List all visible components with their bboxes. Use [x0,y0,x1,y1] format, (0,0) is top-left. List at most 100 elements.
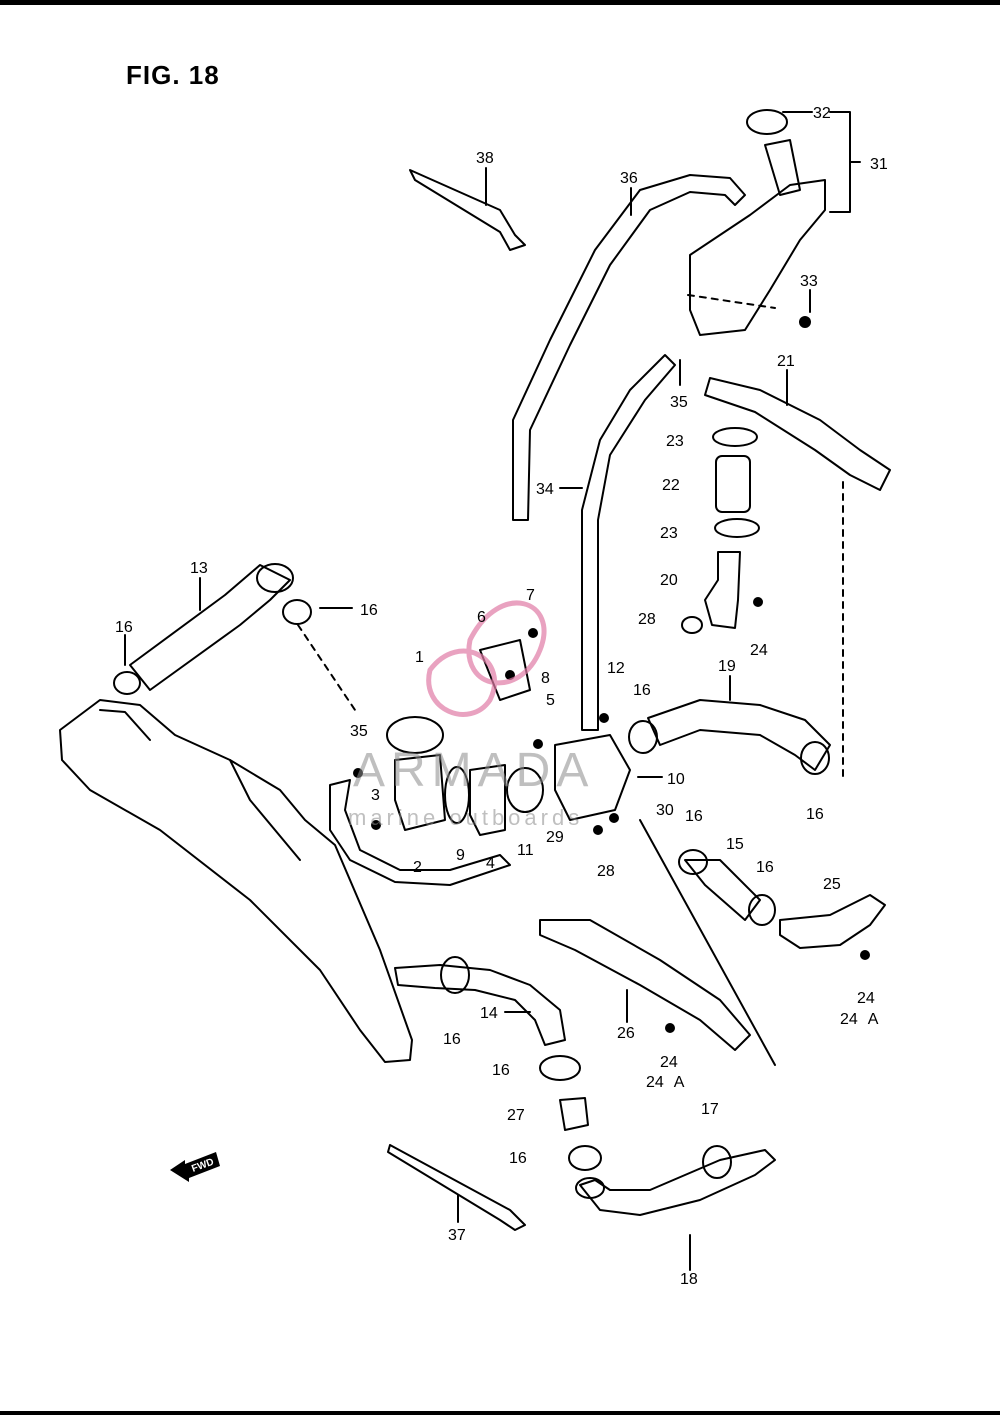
clamp-16-hose15-right [748,894,776,926]
callout-16-i: 16 [509,1150,527,1167]
clamp-17 [702,1145,732,1179]
callout-24-b: 24 [857,990,875,1007]
callout-7: 7 [526,587,535,604]
callout-18: 18 [680,1271,698,1288]
callout-36: 36 [620,170,638,187]
callout-35-a: 35 [670,394,688,411]
reservoir-tank [689,179,826,336]
watermark-logo-icon [426,600,547,717]
fitting-27 [559,1097,589,1131]
filler-neck-2 [394,754,446,831]
hose-18 [579,1149,776,1216]
callout-24-a: 24 [750,642,768,659]
hose-19 [647,699,831,771]
callout-17: 17 [701,1101,719,1118]
bracket-31 [829,111,861,213]
callout-11: 11 [517,842,534,859]
clamp-16-upper-left [113,671,141,695]
watermark-tagline: marine outboards [348,805,583,830]
callout-2: 2 [413,859,422,876]
clamp-23-lower [714,518,760,538]
bolt-24-right [860,950,870,960]
callout-16-a: 16 [360,602,378,619]
hose-36 [512,174,746,521]
reservoir-cap-32 [746,109,788,135]
callout-31: 31 [870,156,888,173]
bolt-33 [799,316,811,328]
callout-38: 38 [476,150,494,167]
clamp-16-hose19-right [800,741,830,775]
thermostat-cover-4 [469,764,506,836]
callout-37: 37 [448,1227,466,1244]
bolt-7 [528,628,538,638]
callout-16-d: 16 [806,806,824,823]
hose-18-end [575,1177,605,1199]
callout-8: 8 [541,670,550,687]
callout-26: 26 [617,1025,635,1042]
sensor-29 [593,825,603,835]
fwd-arrow-icon: FWD [170,1152,220,1182]
callout-21: 21 [777,353,795,370]
callout-16-h: 16 [492,1062,510,1079]
clamp-16-hose14 [440,956,470,994]
radiator-inner-line [99,709,301,861]
pipe-25 [779,894,886,949]
callout-34: 34 [536,481,554,498]
hose-bypass [329,779,511,886]
leader-dash-2 [687,294,776,309]
sensor-30 [609,813,619,823]
clamp-23-upper [712,427,758,447]
callout-12: 12 [607,660,625,677]
clamp-16-upper-right [282,599,312,625]
radiator-cap-1 [386,716,444,754]
callout-16-c: 16 [633,682,651,699]
bolt-5 [533,739,543,749]
clamp-16-lower-b [568,1145,602,1171]
frame-bottom-line [0,1411,1000,1415]
leader-dash [297,624,356,711]
callout-13: 13 [190,560,208,577]
callout-28-a: 28 [638,611,656,628]
callout-16-f: 16 [756,859,774,876]
hose-15 [684,859,761,921]
bolt-12 [599,713,609,723]
callout-20: 20 [660,572,678,589]
callout-5: 5 [546,692,555,709]
fitting-20 [704,551,741,629]
housing-10 [554,734,631,821]
callout-23-a: 23 [666,433,684,450]
clamp-16-hose15-left [678,849,708,875]
callout-23-b: 23 [660,525,678,542]
callout-22: 22 [662,477,680,494]
callout-33: 33 [800,273,818,290]
hose-13 [129,564,291,691]
callout-16-e: 16 [685,808,703,825]
callout-3: 3 [371,787,380,804]
bracket-6 [479,639,531,701]
callout-16-b: 16 [115,619,133,636]
leader-triangle [639,819,776,1066]
callout-29: 29 [546,829,564,846]
reservoir-neck [764,139,801,196]
callout-35-b: 35 [350,723,368,740]
callout-9: 9 [456,847,465,864]
bolt-markers [353,316,870,1033]
bolt-35-left [353,768,363,778]
callout-labels: 1 2 3 4 5 6 7 8 9 10 11 12 13 14 15 16 1… [115,105,888,1288]
callout-16-g: 16 [443,1031,461,1048]
callout-10: 10 [667,771,685,788]
pipe-21 [704,377,891,491]
cable-tie-37 [387,1144,526,1231]
hose-34 [581,354,676,731]
cable-tie-38 [409,169,526,251]
bolt-24-upper [753,597,763,607]
hose-13-end [256,563,294,593]
callout-30: 30 [656,802,674,819]
callout-28-b: 28 [597,863,615,880]
clamp-16-hose19-left [628,720,658,754]
callout-4: 4 [486,855,495,872]
